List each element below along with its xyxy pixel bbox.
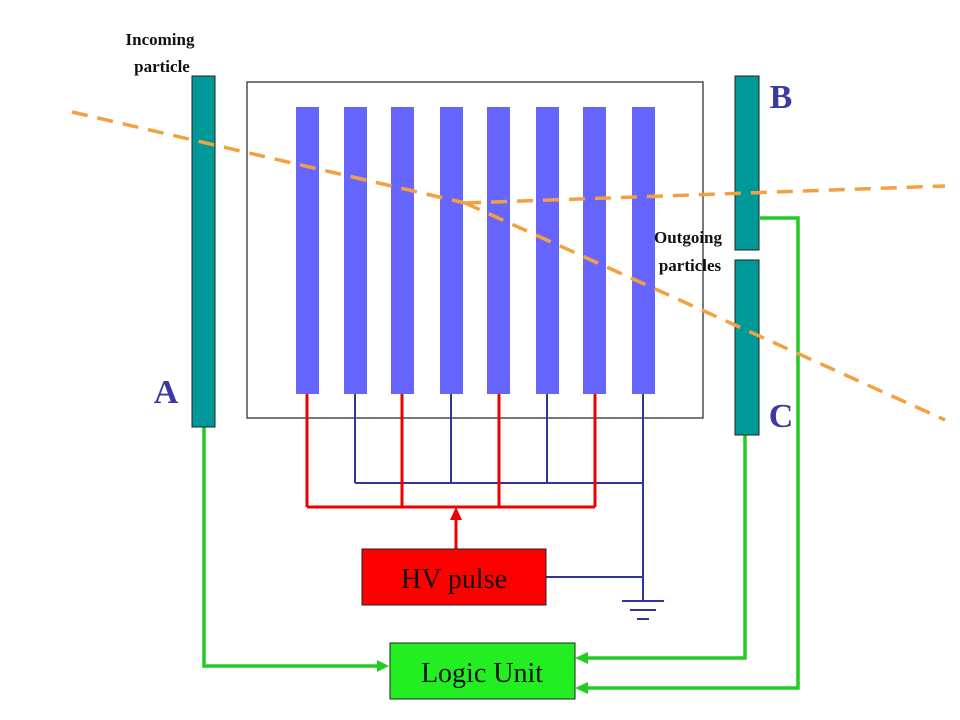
plate-8: [632, 107, 655, 394]
arrow-a-to-logic: [377, 660, 389, 672]
arrow-b-to-logic: [575, 682, 588, 694]
detector-b: [734, 75, 760, 251]
detector-a-label: A: [154, 374, 179, 411]
outgoing-label-line1: Outgoing: [654, 228, 723, 247]
outgoing-track-upper: [464, 184, 946, 205]
incoming-label-line1: Incoming: [126, 30, 195, 49]
incoming-track: [71, 110, 466, 205]
plate-4: [440, 107, 463, 394]
plate-1: [296, 107, 319, 394]
hv-arrow-head: [450, 507, 462, 520]
detector-c: [734, 259, 760, 436]
hv-wiring: [305, 394, 597, 549]
hv-pulse-box: [361, 548, 547, 606]
outgoing-track-lower: [464, 201, 946, 422]
outgoing-label-line2: particles: [659, 256, 722, 275]
ground-symbol: [622, 600, 664, 620]
plate-7: [583, 107, 606, 394]
incoming-label-line2: particle: [134, 57, 190, 76]
arrow-c-to-logic: [575, 652, 588, 664]
plates: [296, 107, 655, 394]
logic-unit-box: [389, 642, 576, 700]
particle-tracks: [71, 110, 946, 422]
detector-b-label: B: [770, 79, 793, 116]
plate-6: [536, 107, 559, 394]
detector-c-label: C: [769, 398, 794, 435]
signal-wiring: [202, 216, 800, 690]
detector-a: [191, 75, 216, 428]
hv-pulse-label: HV pulse: [401, 564, 507, 595]
plate-5: [487, 107, 510, 394]
logic-unit-label: Logic Unit: [421, 658, 543, 689]
plate-3: [391, 107, 414, 394]
chamber-box: [246, 81, 704, 419]
plate-2: [344, 107, 367, 394]
